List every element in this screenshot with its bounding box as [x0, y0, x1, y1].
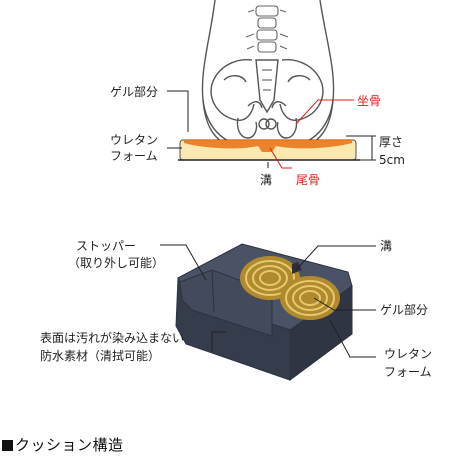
label-stopper-2: （取り外し可能） — [68, 256, 164, 270]
label-groove-bottom: 溝 — [380, 239, 392, 253]
label-gel-part-bottom: ゲル部分 — [380, 302, 428, 317]
label-urethane-bottom-1: ウレタン — [384, 347, 432, 361]
label-urethane-bottom-2: フォーム — [384, 365, 432, 379]
label-ischium: 坐骨 — [357, 94, 381, 108]
spine — [245, 5, 289, 53]
caption-text: クッション構造 — [15, 436, 124, 454]
label-thickness-2: 5cm — [379, 153, 405, 167]
gel-layer — [184, 140, 352, 152]
pelvis-illustration — [201, 0, 335, 149]
gel-pad-right — [280, 276, 340, 320]
cushion-3d-illustration — [175, 243, 353, 381]
square-bullet-icon — [2, 440, 13, 451]
label-urethane-top-2: フォーム — [110, 149, 158, 163]
cushion-cross-section — [178, 139, 360, 161]
label-surface-1: 表面は汚れが染み込まない — [40, 330, 184, 345]
top-leader-lines — [167, 90, 354, 169]
label-thickness-1: 厚さ — [379, 135, 403, 149]
bottom-leader-lines — [160, 244, 376, 358]
label-stopper-1: ストッパー — [76, 239, 136, 253]
label-gel-part-top: ゲル部分 — [110, 84, 158, 99]
label-coccyx: 尾骨 — [296, 173, 320, 187]
caption: クッション構造 — [2, 434, 124, 455]
label-groove-top: 溝 — [260, 173, 272, 187]
label-urethane-top-1: ウレタン — [110, 133, 158, 147]
thickness-indicator — [346, 135, 376, 161]
label-surface-2: 防水素材（清拭可能） — [40, 348, 160, 363]
